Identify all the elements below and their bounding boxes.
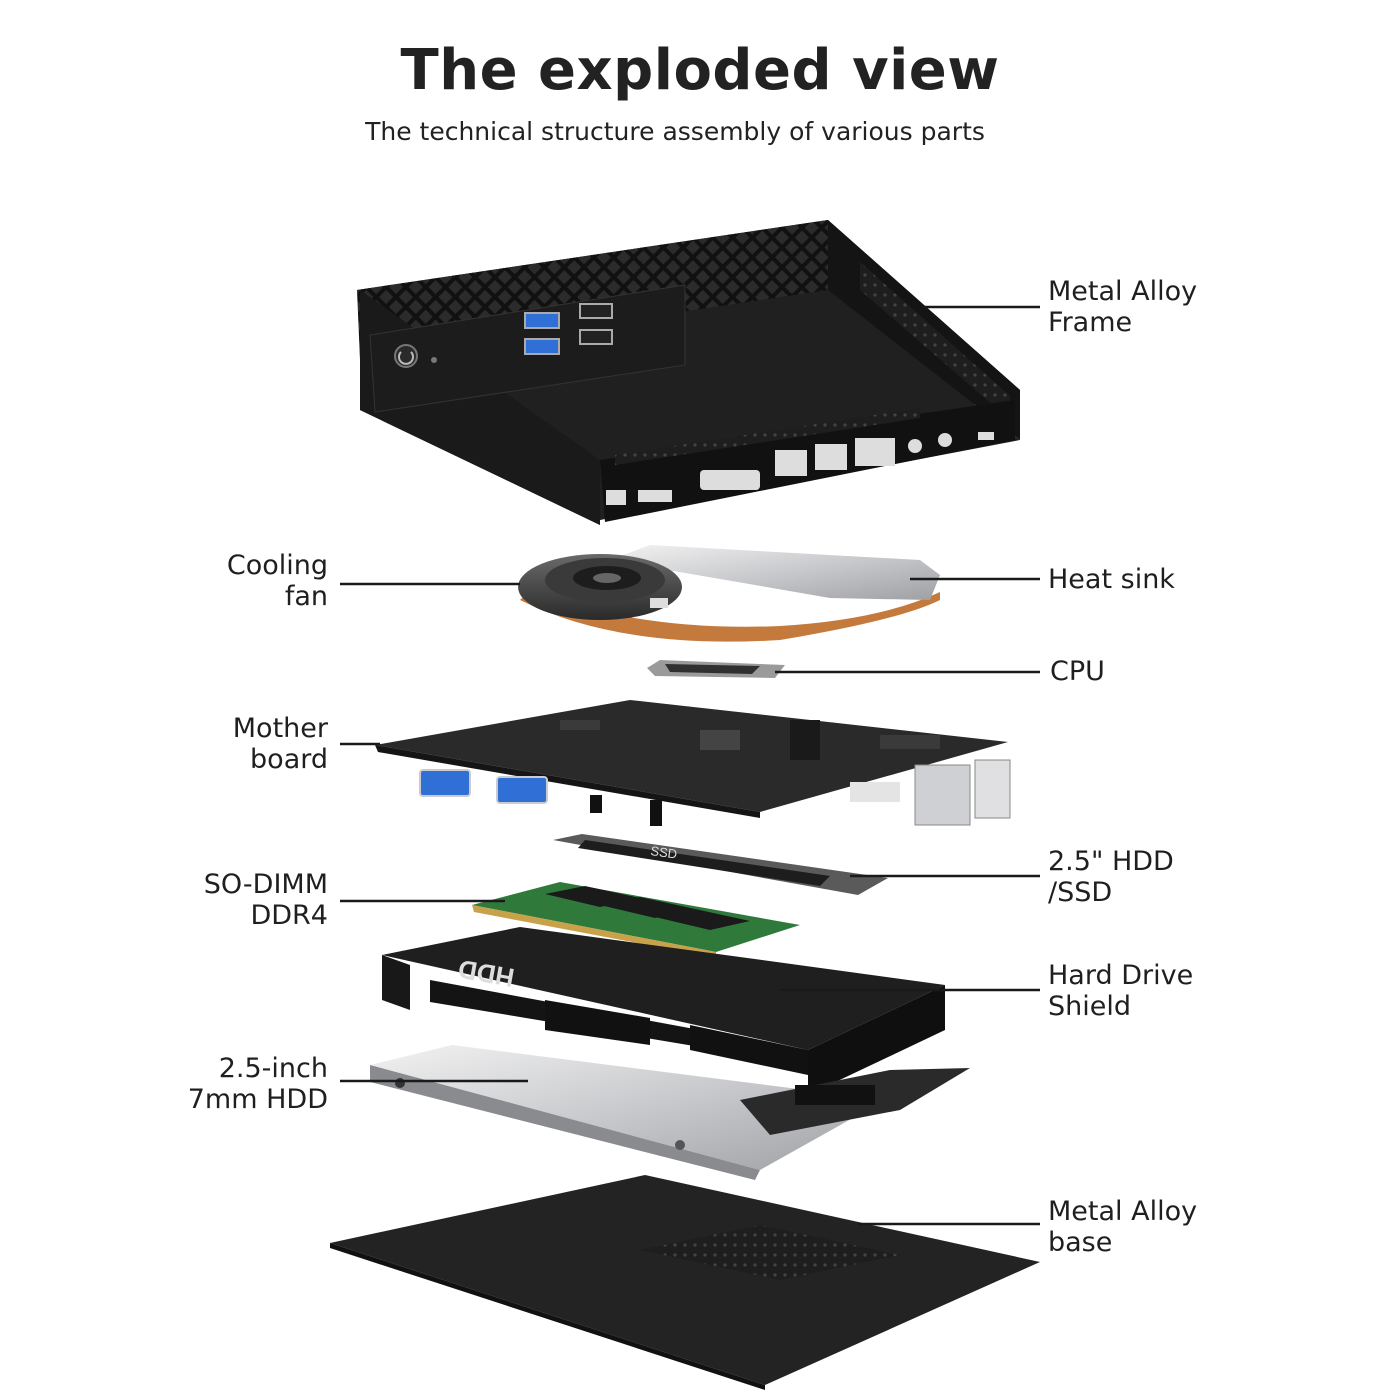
heat-sink xyxy=(610,545,940,600)
so-dimm-ram xyxy=(472,882,800,958)
ssd-print-text: SSD xyxy=(650,843,679,862)
page-title: The exploded view xyxy=(400,38,1000,103)
hard-drive-shield: HDD xyxy=(382,927,945,1095)
hdd-drive xyxy=(370,1045,970,1180)
cooling-assembly xyxy=(518,545,940,642)
label-metal-alloy-frame: Metal Alloy Frame xyxy=(1048,276,1198,338)
metal-alloy-base xyxy=(330,1175,1040,1390)
label-hdd: 2.5-inch 7mm HDD xyxy=(187,1053,328,1115)
page-subtitle: The technical structure assembly of vari… xyxy=(365,117,985,146)
label-cooling-fan: Cooling fan xyxy=(226,550,328,612)
label-so-dimm: SO-DIMM DDR4 xyxy=(203,869,328,931)
label-hard-drive-shield: Hard Drive Shield xyxy=(1048,960,1194,1022)
metal-alloy-frame xyxy=(357,220,1020,525)
motherboard xyxy=(375,700,1011,826)
leader-lines xyxy=(340,305,1040,1226)
cpu-chip xyxy=(647,660,785,678)
label-cpu: CPU xyxy=(1050,656,1105,687)
label-motherboard: Mother board xyxy=(232,713,328,775)
label-hdd-ssd: 2.5" HDD /SSD xyxy=(1048,846,1174,908)
label-heat-sink: Heat sink xyxy=(1048,564,1175,595)
label-metal-alloy-base: Metal Alloy base xyxy=(1048,1196,1198,1258)
m2-ssd: SSD xyxy=(553,834,888,895)
